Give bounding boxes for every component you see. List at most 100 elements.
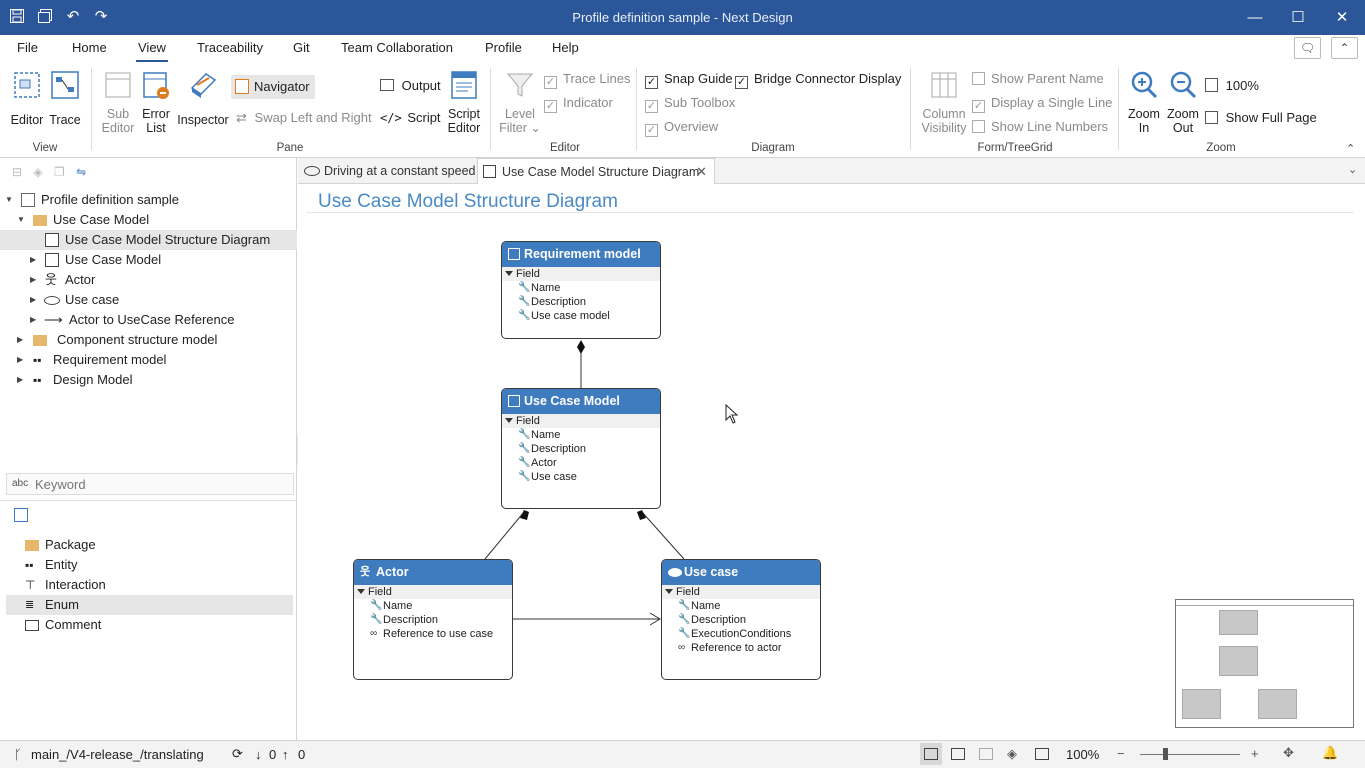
ribbon-collapse-icon[interactable]: ⌃	[1346, 143, 1356, 155]
show-full-page-button[interactable]: Show Full Page	[1205, 110, 1317, 125]
navigator-button[interactable]: Navigator	[231, 75, 315, 99]
toolbox-item[interactable]: Comment	[0, 615, 297, 635]
minimize-button[interactable]: —	[1247, 9, 1263, 26]
expand-all-icon[interactable]: ⊟	[12, 165, 23, 179]
indicator-checkbox[interactable]: ✓Indicator	[544, 95, 613, 113]
swap-icon: ⇄	[236, 110, 247, 125]
single-line-checkbox[interactable]: ✓Display a Single Line	[972, 95, 1113, 113]
menu-git[interactable]: Git	[293, 40, 310, 55]
mouse-cursor-icon	[725, 404, 739, 424]
navigator-toggle-icon[interactable]	[1035, 748, 1049, 760]
comment-icon[interactable]: 🗨	[1294, 37, 1321, 59]
tab-list-chevron-icon[interactable]: ⌄	[1348, 164, 1358, 176]
menu-view[interactable]: View	[136, 40, 168, 63]
layout-bottom-icon[interactable]	[951, 748, 965, 760]
bridge-connector-checkbox[interactable]: ✓Bridge Connector Display	[735, 71, 902, 89]
sync-icon[interactable]: ⟳	[232, 746, 243, 761]
menu-home[interactable]: Home	[72, 40, 107, 55]
show-parent-name-checkbox[interactable]: Show Parent Name	[972, 71, 1104, 89]
collapse-ribbon-icon[interactable]: ⌃	[1331, 37, 1358, 59]
snap-guide-checkbox[interactable]: ✓Snap Guide	[645, 71, 733, 89]
sub-toolbox-checkbox[interactable]: ✓Sub Toolbox	[645, 95, 736, 113]
trace-button[interactable]: Trace	[48, 70, 82, 127]
toolbox-item[interactable]: Package	[0, 535, 297, 555]
zoom-100-button[interactable]: 100%	[1205, 78, 1259, 93]
diagram-canvas[interactable]: Use Case Model Structure Diagram Require…	[298, 184, 1365, 740]
zoom-slider-thumb[interactable]	[1163, 748, 1168, 760]
inspector-toggle-icon[interactable]: ◈	[1007, 746, 1017, 761]
save-all-icon[interactable]	[36, 8, 54, 26]
tree-item[interactable]: ▶ 웃 Actor	[0, 270, 297, 290]
editor-button[interactable]: Editor	[8, 70, 46, 127]
node-use-case-model[interactable]: Use Case Model Field 🔧Name 🔧Description …	[501, 388, 661, 509]
arrow-head	[649, 612, 661, 626]
tree-item[interactable]: ▶ ⟶ Actor to UseCase Reference	[0, 310, 297, 330]
toolbox-item-selected[interactable]: ≣ Enum	[6, 595, 293, 615]
model-icon	[45, 253, 59, 267]
notification-bell-icon[interactable]: 🔔	[1322, 745, 1339, 760]
branch-name[interactable]: main_/V4-release_/translating	[31, 747, 204, 762]
close-tab-icon[interactable]: ✕	[696, 164, 707, 179]
script-button[interactable]: </> Script	[380, 110, 441, 125]
layout-split-icon[interactable]	[979, 748, 993, 760]
tab-use-case-model-structure-diagram[interactable]: Use Case Model Structure Diagram ✕	[477, 158, 715, 184]
line-numbers-checkbox[interactable]: Show Line Numbers	[972, 119, 1108, 137]
tree-item[interactable]: ▼ Use Case Model	[0, 210, 297, 230]
zoom-reset-icon	[1205, 78, 1218, 92]
overview-minimap[interactable]	[1175, 599, 1354, 728]
group-label-diagram: Diagram	[751, 142, 795, 154]
copy-icon[interactable]: ❐	[53, 165, 65, 179]
output-button[interactable]: Output	[380, 78, 441, 93]
toolbox-item[interactable]: ⊤ Interaction	[25, 577, 106, 592]
close-button[interactable]: ✕	[1335, 9, 1349, 26]
menu-profile[interactable]: Profile	[485, 40, 522, 55]
redo-icon[interactable]: ↷	[94, 8, 108, 25]
node-requirement-model[interactable]: Requirement model Field 🔧Name 🔧Descripti…	[501, 241, 661, 339]
inspector-button[interactable]: Inspector	[176, 70, 230, 127]
caret-down-icon: ▼	[5, 195, 13, 204]
error-list-icon	[143, 72, 169, 99]
sync-icon[interactable]: ⇋	[76, 165, 87, 179]
node-use-case[interactable]: Use case Field 🔧Name 🔧Description 🔧Execu…	[661, 559, 821, 680]
tree-item[interactable]: ▶ ▪▪ Design Model	[0, 370, 297, 390]
swap-left-right-button[interactable]: ⇄ Swap Left and Right	[236, 110, 372, 125]
search-input[interactable]	[35, 476, 285, 492]
tree-item[interactable]: ▶ Component structure model	[0, 330, 297, 350]
maximize-button[interactable]: ☐	[1291, 9, 1305, 26]
tree-item[interactable]: ▶ ▪▪ Requirement model	[0, 350, 297, 370]
diagram-icon	[483, 165, 496, 178]
zoom-out-icon[interactable]: −	[1117, 746, 1125, 761]
menu-team-collaboration[interactable]: Team Collaboration	[341, 40, 454, 55]
toolbox-item[interactable]: ▪▪ Entity	[25, 557, 78, 572]
menu-file[interactable]: File	[17, 40, 38, 55]
toolbox-icon[interactable]	[14, 508, 28, 522]
menu-traceability[interactable]: Traceability	[197, 40, 263, 55]
menu-help[interactable]: Help	[552, 40, 579, 55]
status-bar: ᚴ main_/V4-release_/translating ⟳ ↓ 0 ↑ …	[0, 740, 1365, 768]
trace-lines-checkbox[interactable]: ✓Trace Lines	[544, 71, 631, 89]
save-icon[interactable]	[8, 8, 26, 26]
undo-icon[interactable]: ↶	[66, 8, 80, 25]
tree-item[interactable]: ▶ Use Case Model	[0, 250, 297, 270]
overview-checkbox[interactable]: ✓Overview	[645, 119, 719, 137]
wrench-icon: 🔧	[518, 471, 531, 482]
zoom-slider-track[interactable]	[1140, 754, 1240, 755]
title-bar: ↶ ↷ Profile definition sample - Next Des…	[0, 0, 1365, 35]
zoom-in-icon[interactable]: +	[1251, 746, 1259, 761]
tree-item[interactable]: ▶ Use case	[0, 290, 297, 310]
fit-to-window-icon[interactable]: ✥	[1283, 745, 1294, 760]
tree-item[interactable]: ▼ Profile definition sample	[0, 190, 297, 210]
filter-icon[interactable]: ◈	[33, 165, 43, 179]
pull-count: 0	[269, 747, 277, 762]
tree-item-selected[interactable]: Use Case Model Structure Diagram	[0, 230, 297, 250]
composition-diamond	[637, 510, 646, 520]
tab-driving-constant-speed[interactable]: Driving at a constant speed	[300, 158, 476, 184]
